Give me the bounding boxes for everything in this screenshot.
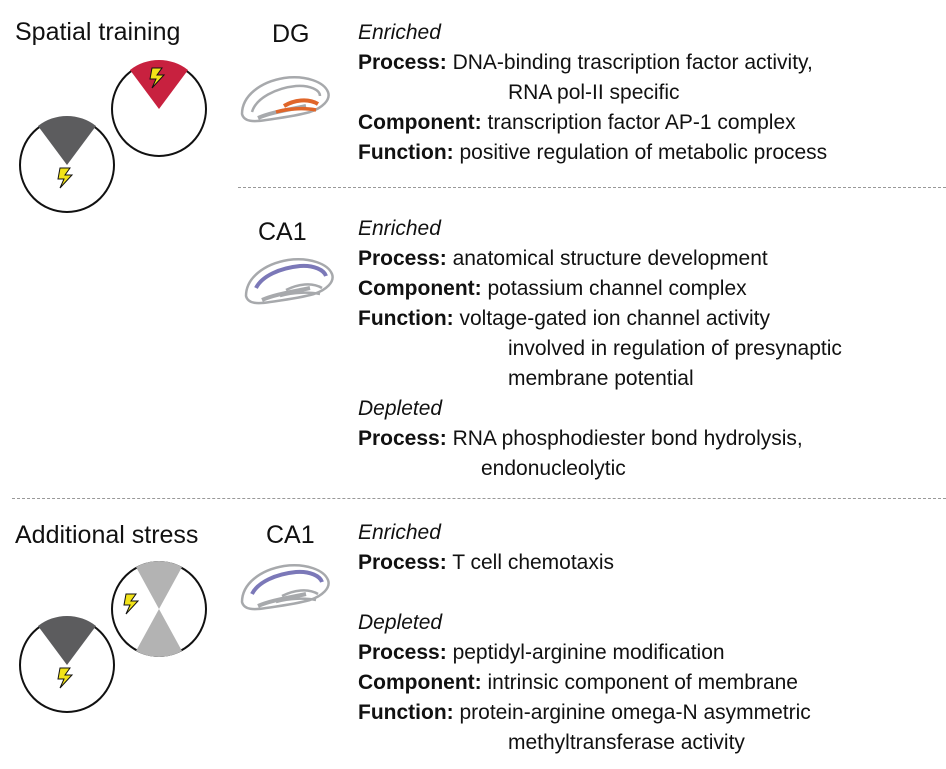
- function-value-continued: methyltransferase activity: [508, 731, 745, 754]
- process-value: peptidyl-arginine modification: [452, 641, 725, 664]
- depleted-heading: Depleted: [358, 397, 443, 420]
- function-row: Function: protein-arginine omega-N asymm…: [358, 701, 811, 725]
- process-value-continued: RNA pol-II specific: [508, 81, 680, 104]
- section-divider: [12, 498, 946, 499]
- region-label-ca1: CA1: [258, 218, 307, 246]
- lightning-icon: [149, 67, 166, 89]
- function-value: protein-arginine omega-N asymmetric: [459, 701, 811, 724]
- component-label: Component:: [358, 671, 482, 694]
- depleted-process-row: Process: RNA phosphodiester bond hydroly…: [358, 427, 803, 451]
- component-value: intrinsic component of membrane: [487, 671, 798, 694]
- component-value: potassium channel complex: [487, 277, 747, 300]
- depleted-process-row: Process: peptidyl-arginine modification: [358, 641, 725, 665]
- section-title-additional-stress: Additional stress: [15, 521, 199, 549]
- component-row: Component: intrinsic component of membra…: [358, 671, 798, 695]
- depleted-heading: Depleted: [358, 611, 443, 634]
- arena-icon: [111, 59, 207, 157]
- process-value: T cell chemotaxis: [452, 551, 615, 574]
- process-value: DNA-binding trascription factor activity…: [452, 51, 813, 74]
- function-value-continued: involved in regulation of presynaptic: [508, 337, 842, 360]
- enriched-heading: Enriched: [358, 21, 441, 44]
- arena-icon: [19, 115, 115, 213]
- enriched-heading: Enriched: [358, 217, 441, 240]
- lightning-icon: [123, 593, 140, 615]
- arena-icon: [19, 615, 115, 713]
- process-value: anatomical structure development: [452, 247, 768, 270]
- lightning-icon: [57, 167, 74, 189]
- function-row: Function: positive regulation of metabol…: [358, 141, 827, 165]
- process-row: Process: DNA-binding trascription factor…: [358, 51, 813, 75]
- arena-icon: [111, 560, 207, 658]
- process-label: Process:: [358, 247, 447, 270]
- hippocampus-icon: [240, 76, 330, 123]
- component-label: Component:: [358, 277, 482, 300]
- lightning-icon: [57, 667, 74, 689]
- process-row: Process: T cell chemotaxis: [358, 551, 614, 575]
- enriched-heading: Enriched: [358, 521, 441, 544]
- function-value: voltage-gated ion channel activity: [459, 307, 771, 330]
- section-divider: [238, 187, 946, 188]
- function-label: Function:: [358, 701, 454, 724]
- function-label: Function:: [358, 307, 454, 330]
- component-row: Component: potassium channel complex: [358, 277, 747, 301]
- region-label-dg: DG: [272, 20, 310, 48]
- process-label: Process:: [358, 551, 447, 574]
- process-value: RNA phosphodiester bond hydrolysis,: [452, 427, 803, 450]
- hippocampus-icon: [244, 258, 334, 305]
- component-label: Component:: [358, 111, 482, 134]
- function-label: Function:: [358, 141, 454, 164]
- section-title-spatial-training: Spatial training: [15, 18, 181, 46]
- component-value: transcription factor AP-1 complex: [487, 111, 796, 134]
- process-row: Process: anatomical structure developmen…: [358, 247, 768, 271]
- region-label-ca1: CA1: [266, 521, 315, 549]
- function-value-continued: membrane potential: [508, 367, 694, 390]
- process-label: Process:: [358, 427, 447, 450]
- component-row: Component: transcription factor AP-1 com…: [358, 111, 796, 135]
- function-value: positive regulation of metabolic process: [459, 141, 828, 164]
- process-label: Process:: [358, 51, 447, 74]
- function-row: Function: voltage-gated ion channel acti…: [358, 307, 770, 331]
- hippocampus-icon: [240, 564, 330, 611]
- process-value-continued: endonucleolytic: [481, 457, 626, 480]
- process-label: Process:: [358, 641, 447, 664]
